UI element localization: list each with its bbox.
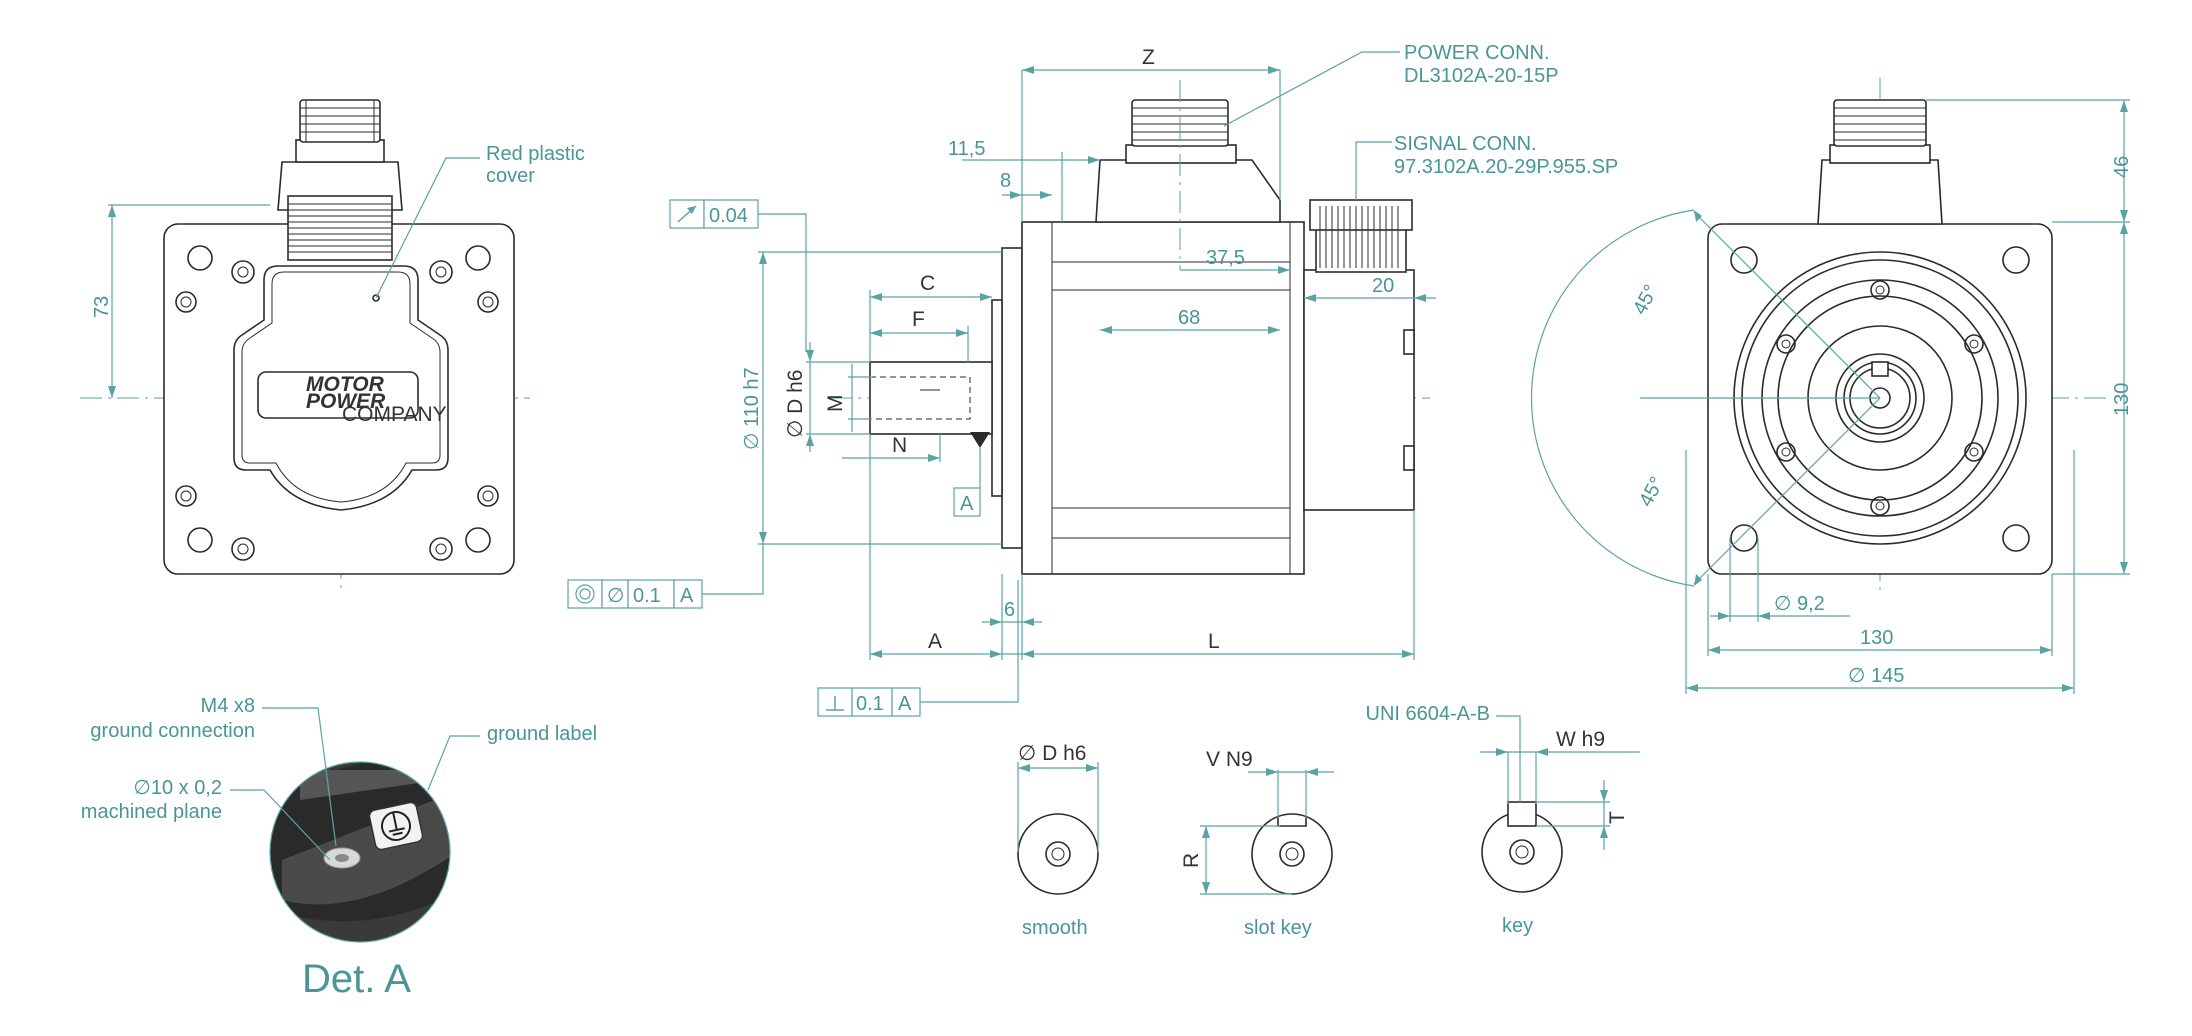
- dim-37-5: 37,5: [1206, 247, 1245, 269]
- front-view: 46 130 45° 45° ∅ 9,2 130 ∅ 145: [1530, 78, 2133, 694]
- label-power-conn-code: DL3102A-20-15P: [1404, 65, 1559, 87]
- dim-phi-145: ∅ 145: [1848, 665, 1904, 687]
- dim-46: 46: [2111, 156, 2133, 178]
- dim-8: 8: [1000, 170, 1011, 192]
- label-smooth: smooth: [1022, 917, 1088, 939]
- perp-ref: A: [898, 693, 912, 715]
- label-ground-label: ground label: [487, 723, 597, 745]
- dim-130-vertical: 130: [2111, 383, 2133, 416]
- logo-line-3: COMPANY: [342, 403, 447, 426]
- angle-45-top: 45°: [1629, 281, 1663, 318]
- datum-a: A: [960, 493, 974, 515]
- label-m4: M4 x8: [201, 695, 255, 717]
- dim-z: Z: [1142, 46, 1155, 69]
- conc-value: 0.1: [633, 585, 661, 607]
- logo-line-2: POWER: [306, 390, 386, 413]
- label-phi10: ∅10 x 0,2: [133, 777, 222, 799]
- dim-w-h9: W h9: [1556, 728, 1605, 751]
- dim-6: 6: [1004, 599, 1015, 621]
- label-key: key: [1502, 915, 1533, 937]
- dim-v-n9: V N9: [1206, 748, 1253, 771]
- runout-value: 0.04: [709, 205, 748, 227]
- thread-lines-left: [288, 203, 392, 253]
- signal-thread: [1319, 206, 1399, 268]
- dim-f: F: [912, 308, 925, 331]
- back-view: MOTOR POWER COMPANY 73 Red plastic cover: [80, 99, 585, 590]
- dim-20: 20: [1372, 275, 1394, 297]
- conc-phi: ∅: [607, 585, 624, 607]
- detail-a-title: Det. A: [302, 957, 411, 1001]
- dim-d-h6: ∅ D h6: [784, 370, 807, 439]
- conc-ref: A: [680, 585, 694, 607]
- label-power-conn: POWER CONN.: [1404, 42, 1550, 64]
- label-red-cover-2: cover: [486, 165, 535, 187]
- dim-r: R: [1180, 853, 1203, 868]
- dim-73: 73: [91, 296, 113, 318]
- detail-a: M4 x8 ground connection ground label ∅10…: [81, 695, 597, 1001]
- dim-c: C: [920, 272, 935, 295]
- dim-d-h6-smooth: ∅ D h6: [1018, 742, 1087, 765]
- label-signal-conn-code: 97.3102A.20-29P.955.SP: [1394, 156, 1618, 178]
- logo-line-1: MOTOR: [306, 373, 385, 396]
- side-view: Z 11,5 8 37,5 20 68 C F: [567, 42, 1618, 717]
- dim-110-h7: ∅ 110 h7: [741, 367, 763, 450]
- dim-phi-9-2: ∅ 9,2: [1774, 593, 1825, 615]
- dim-l: L: [1208, 630, 1220, 653]
- label-signal-conn: SIGNAL CONN.: [1394, 133, 1537, 155]
- dim-a: A: [928, 630, 942, 653]
- dim-m: M: [824, 395, 847, 413]
- label-machined-plane: machined plane: [81, 801, 222, 823]
- dim-11-5: 11,5: [948, 138, 985, 160]
- dim-t: T: [1606, 811, 1629, 824]
- label-slot-key: slot key: [1244, 917, 1312, 939]
- shaft-smooth: ∅ D h6 smooth: [1017, 742, 1099, 939]
- shaft-slot-key: V N9 R slot key: [1180, 748, 1334, 939]
- label-uni: UNI 6604-A-B: [1366, 703, 1491, 725]
- dim-130-horizontal: 130: [1860, 627, 1893, 649]
- dim-n: N: [892, 434, 907, 457]
- perp-value: 0.1: [856, 693, 884, 715]
- shaft-key: W h9 T UNI 6604-A-B key: [1366, 703, 1640, 937]
- label-red-cover: Red plastic: [486, 143, 585, 165]
- angle-45-bottom: 45°: [1635, 473, 1669, 510]
- dim-68: 68: [1178, 307, 1200, 329]
- label-ground-connection: ground connection: [90, 720, 255, 742]
